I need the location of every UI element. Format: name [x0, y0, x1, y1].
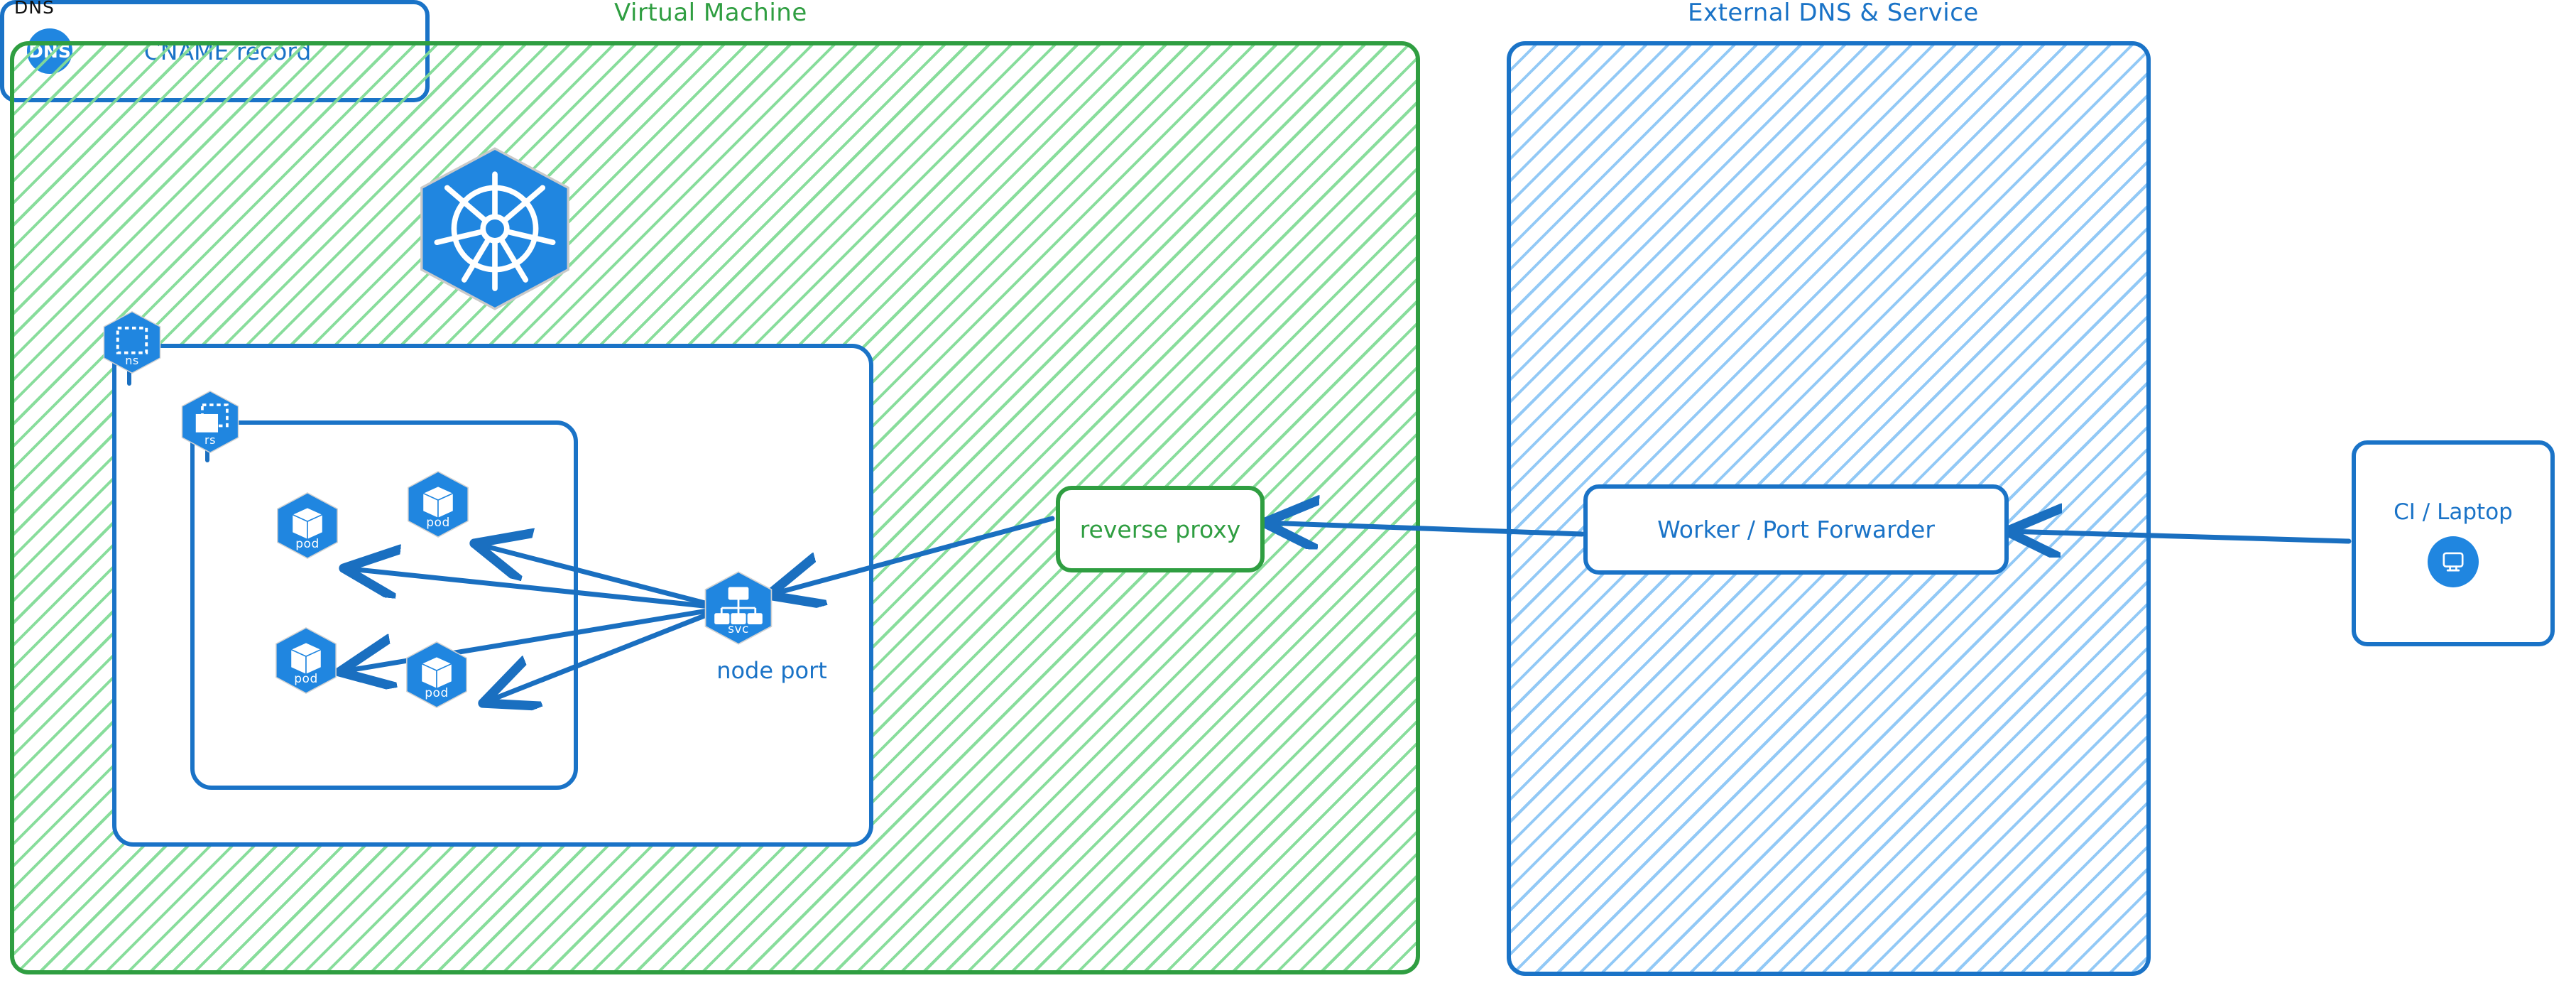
k8s-replicaset-label: rs [204, 433, 216, 447]
k8s-pod-label-4: pod [425, 686, 449, 700]
k8s-service-label: svc [728, 622, 749, 636]
k8s-service-icon: svc [700, 568, 777, 648]
k8s-replicaset-icon: rs [178, 388, 243, 456]
edge-service-to-pod-1 [344, 568, 727, 611]
edge-service-to-pod-4 [483, 605, 727, 703]
vm-group-title: Virtual Machine [614, 0, 807, 27]
k8s-namespace-label: ns [125, 354, 139, 367]
edge-ci-to-worker [2007, 531, 2352, 541]
k8s-pod-icon-2: pod [403, 469, 473, 540]
k8s-pod-label-3: pod [294, 672, 318, 686]
k8s-pod-label-2: pod [426, 516, 450, 530]
worker-port-forwarder-box[interactable]: Worker / Port Forwarder [1583, 484, 2009, 575]
edge-reverse-proxy-to-service [768, 516, 1055, 595]
node-port-caption: node port [716, 657, 827, 684]
k8s-pod-label-1: pod [295, 537, 320, 551]
ci-laptop-label: CI / Laptop [2394, 499, 2513, 525]
external-group-title: External DNS & Service [1688, 0, 1979, 27]
edge-service-to-pod-2 [474, 543, 727, 611]
k8s-pod-icon-4: pod [402, 639, 471, 710]
replicaset-container [190, 420, 578, 790]
worker-label: Worker / Port Forwarder [1657, 516, 1935, 543]
edge-worker-to-reverse-proxy [1264, 523, 1585, 534]
k8s-namespace-icon: ns [99, 308, 165, 376]
dns-box-title: DNS [14, 0, 55, 18]
kubernetes-logo-icon [409, 143, 581, 314]
monitor-icon [2428, 536, 2479, 587]
k8s-pod-icon-3: pod [271, 625, 341, 696]
ci-laptop-box[interactable]: CI / Laptop [2352, 440, 2555, 646]
reverse-proxy-box[interactable]: reverse proxy [1056, 486, 1265, 572]
edge-service-to-pod-3 [339, 605, 727, 672]
k8s-pod-icon-1: pod [273, 490, 342, 561]
reverse-proxy-label: reverse proxy [1079, 515, 1241, 543]
